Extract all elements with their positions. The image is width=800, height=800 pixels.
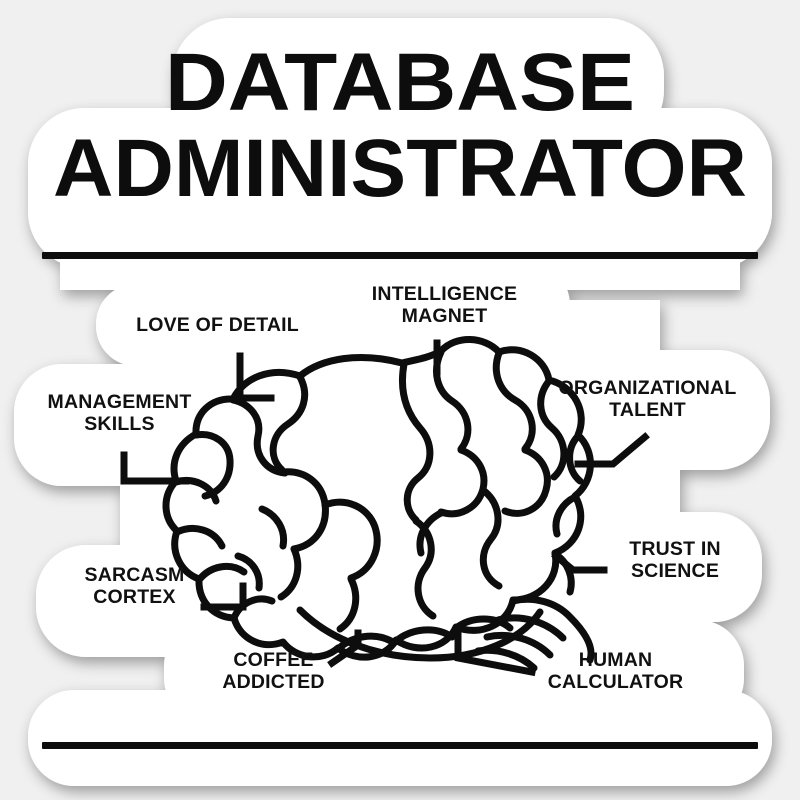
page-title-line-1: DATABASE: [164, 37, 636, 128]
label-organizational-talent: ORGANIZATIONAL TALENT: [558, 377, 737, 421]
top-divider-rule: [42, 252, 758, 259]
label-sarcasm-cortex: SARCASM CORTEX: [84, 564, 185, 608]
leader-organizational-talent: [574, 432, 650, 468]
page-title-line-2: ADMINISTRATOR: [53, 123, 747, 214]
leader-human-calculator: [454, 624, 537, 677]
label-coffee-addicted: COFFEE ADDICTED: [222, 649, 325, 693]
leader-love-of-detail: [236, 352, 275, 402]
label-management-skills: MANAGEMENT SKILLS: [47, 391, 192, 435]
label-trust-in-science: TRUST IN SCIENCE: [629, 538, 721, 582]
label-love-of-detail: LOVE OF DETAIL: [136, 314, 299, 336]
brain-outline: [162, 336, 595, 672]
leader-lines-group: [120, 339, 650, 677]
label-intelligence-magnet: INTELLIGENCE MAGNET: [371, 283, 518, 327]
leader-trust-in-science: [551, 551, 608, 574]
leader-sarcasm-cortex: [200, 582, 247, 611]
bottom-divider-rule: [42, 742, 758, 749]
label-human-calculator: HUMAN CALCULATOR: [547, 649, 684, 693]
leader-management-skills: [120, 451, 190, 485]
leader-coffee-addicted: [327, 629, 362, 668]
